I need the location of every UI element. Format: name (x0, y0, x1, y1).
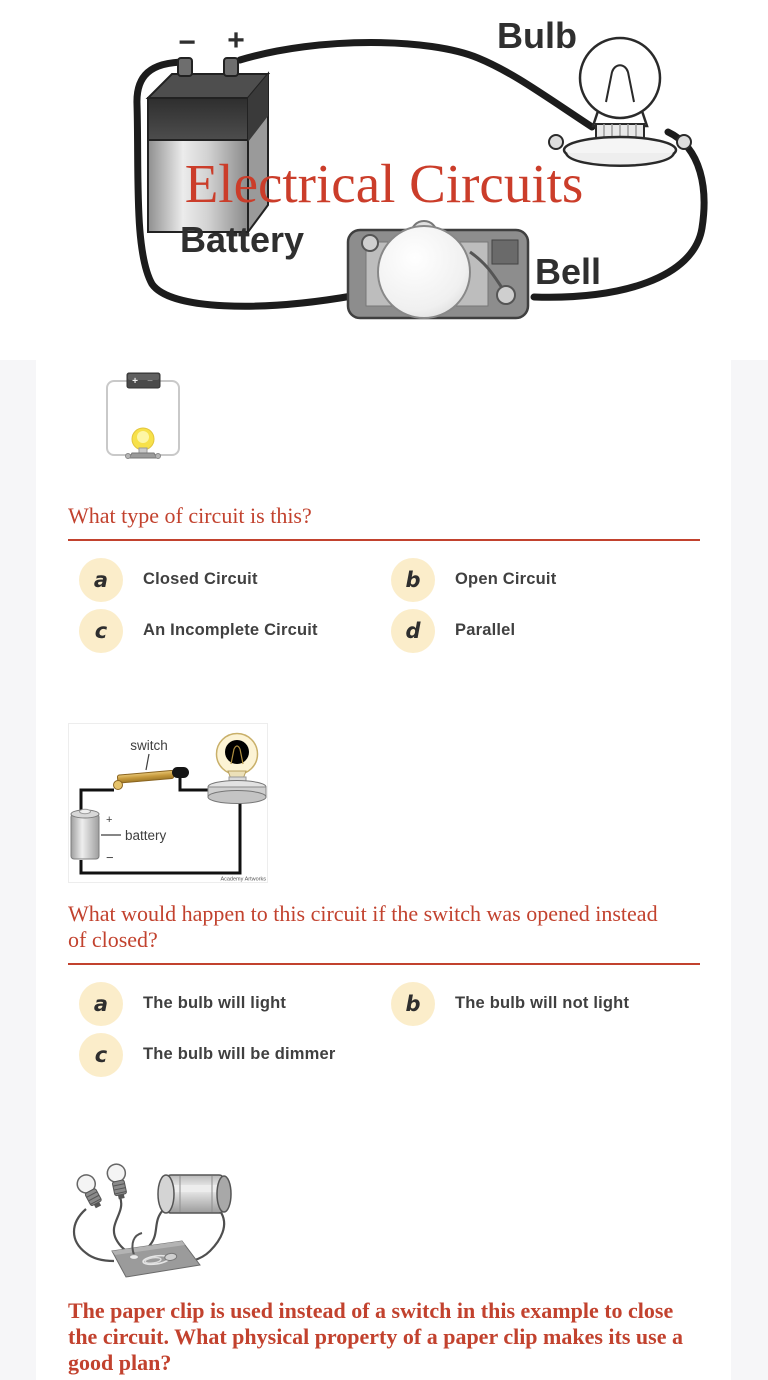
question-1-options: a Closed Circuit b Open Circuit c An Inc… (79, 557, 703, 653)
circuit-illustration: − + Battery Bulb Bell (133, 15, 708, 320)
bulb-caption: Bulb (497, 15, 577, 56)
header-banner: − + Battery Bulb Bell (0, 0, 768, 360)
battery-plus-label: + (227, 24, 245, 57)
question-2-image: + − switch battery (68, 722, 700, 888)
option-label: An Incomplete Circuit (143, 621, 318, 640)
board (111, 1240, 201, 1278)
battery-cylinder (157, 1174, 232, 1214)
option-letter-badge: a (79, 557, 123, 602)
option-label: Parallel (455, 621, 516, 640)
battery-drawing: − + (145, 24, 271, 236)
question-card-1: + − What type of circuit is this? a Clos… (68, 368, 700, 653)
option-label: Closed Circuit (143, 570, 258, 589)
switch-label: switch (130, 738, 168, 753)
question-1-rule (68, 538, 700, 541)
mini-battery-minus: − (147, 376, 153, 387)
option-label: The bulb will light (143, 994, 287, 1013)
option-c[interactable]: c An Incomplete Circuit (79, 608, 391, 653)
option-c[interactable]: c The bulb will be dimmer (79, 1032, 391, 1077)
diagram-plus-label: + (106, 814, 112, 826)
question-2-text: What would happen to this circuit if the… (68, 900, 658, 952)
bell-caption: Bell (535, 251, 601, 292)
option-label: Open Circuit (455, 570, 557, 589)
option-letter-badge: b (391, 981, 435, 1026)
question-card-2: + − switch battery (68, 722, 703, 1077)
option-label: The bulb will be dimmer (143, 1045, 336, 1064)
paper-clip-circuit-image (72, 1163, 232, 1278)
option-b[interactable]: b The bulb will not light (391, 981, 703, 1026)
bell-drawing (346, 220, 530, 320)
question-3-text: The paper clip is used instead of a swit… (68, 1297, 683, 1375)
option-letter-badge: b (391, 557, 435, 602)
circuit-wire (79, 777, 242, 875)
option-letter-badge: a (79, 981, 123, 1026)
option-b[interactable]: b Open Circuit (391, 557, 703, 602)
diagram-minus-label: − (106, 850, 114, 865)
small-bulb-2 (106, 1163, 127, 1200)
battery-minus-label: − (178, 26, 196, 59)
option-d[interactable]: d Parallel (391, 608, 703, 653)
bulb-drawing (548, 36, 692, 167)
closed-circuit-image: + − (106, 372, 180, 459)
quiz-panel: + − What type of circuit is this? a Clos… (36, 360, 731, 1380)
switch-circuit-diagram: + − switch battery (68, 722, 268, 883)
question-1-text: What type of circuit is this? (68, 503, 312, 528)
question-3-image (68, 1161, 700, 1284)
mini-battery-plus: + (132, 376, 138, 387)
small-bulb-1 (76, 1174, 102, 1209)
option-letter-badge: c (79, 1032, 123, 1077)
battery-label: battery (125, 828, 167, 843)
image-credit: Academy Artworks (220, 876, 266, 882)
option-label: The bulb will not light (455, 994, 630, 1013)
question-2-options: a The bulb will light b The bulb will no… (79, 981, 703, 1077)
option-letter-badge: d (391, 608, 435, 653)
option-a[interactable]: a The bulb will light (79, 981, 391, 1026)
option-letter-badge: c (79, 608, 123, 653)
question-2-rule (68, 962, 700, 965)
option-a[interactable]: a Closed Circuit (79, 557, 391, 602)
battery-caption: Battery (180, 219, 304, 260)
question-card-3: The paper clip is used instead of a swit… (68, 1161, 700, 1380)
question-1-image: + − (104, 368, 700, 467)
wire-loop (133, 39, 708, 310)
paper-clip-icon (142, 1252, 178, 1266)
